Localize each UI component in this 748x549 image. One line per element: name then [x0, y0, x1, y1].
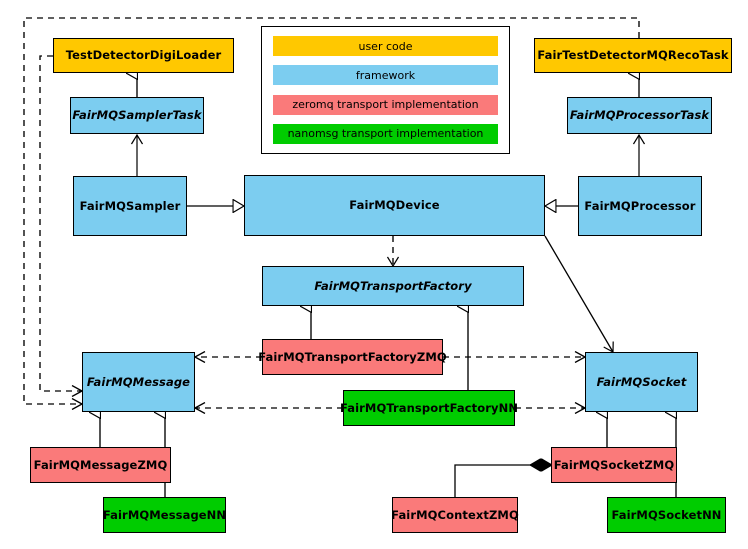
class-node-fair-mq-transport-factory-nn[interactable]: FairMQTransportFactoryNN — [339, 390, 519, 426]
class-label: FairMQTransportFactory — [314, 278, 472, 293]
class-node-test-detector-digi-loader[interactable]: TestDetectorDigiLoader — [53, 38, 234, 73]
class-label: FairMQProcessorTask — [569, 108, 710, 123]
legend-label-framework: framework — [355, 68, 416, 82]
class-label: FairMQDevice — [349, 198, 440, 213]
class-label: FairMQMessageZMQ — [33, 457, 168, 472]
class-label: FairTestDetectorMQRecoTask — [537, 48, 729, 63]
legend-panel: user code framework zeromq transport imp… — [261, 26, 510, 154]
class-label: FairMQSocketNN — [611, 507, 722, 522]
class-node-fair-mq-sampler[interactable]: FairMQSampler — [73, 176, 187, 236]
class-node-fair-mq-transport-factory-zmq[interactable]: FairMQTransportFactoryZMQ — [258, 339, 447, 375]
class-label: FairMQSampler — [79, 198, 181, 213]
legend-label-nanomsg: nanomsg transport implementation — [287, 127, 484, 141]
class-node-fair-mq-socket-zmq[interactable]: FairMQSocketZMQ — [551, 447, 677, 483]
legend-item-zeromq: zeromq transport implementation — [273, 94, 498, 115]
edge-device-socket — [544, 235, 613, 352]
class-label: FairMQProcessor — [584, 198, 696, 213]
class-node-fair-mq-processor-task[interactable]: FairMQProcessorTask — [567, 97, 712, 134]
legend-item-user-code: user code — [273, 36, 498, 56]
class-node-fair-test-detector-mq-reco-task[interactable]: FairTestDetectorMQRecoTask — [534, 38, 732, 73]
edge-recotask-message — [23, 17, 640, 404]
class-label: FairMQContextZMQ — [391, 507, 519, 522]
legend-label-user-code: user code — [358, 39, 413, 53]
class-node-fair-mq-context-zmq[interactable]: FairMQContextZMQ — [391, 497, 519, 533]
legend-label-zeromq: zeromq transport implementation — [292, 98, 479, 112]
class-label: TestDetectorDigiLoader — [65, 48, 222, 63]
class-label: FairMQMessage — [86, 374, 191, 389]
edge-contextzmq-socketzmq — [454, 465, 551, 497]
class-node-fair-mq-sampler-task[interactable]: FairMQSamplerTask — [70, 97, 204, 134]
legend-item-framework: framework — [273, 65, 498, 86]
class-label: FairMQTransportFactoryNN — [339, 400, 519, 415]
edge-digiloader-message — [39, 55, 82, 391]
class-node-fair-mq-processor[interactable]: FairMQProcessor — [578, 176, 702, 236]
class-node-fair-mq-socket[interactable]: FairMQSocket — [585, 352, 698, 412]
class-node-fair-mq-socket-nn[interactable]: FairMQSocketNN — [607, 497, 726, 533]
class-node-fair-mq-message-nn[interactable]: FairMQMessageNN — [103, 497, 226, 533]
class-label: FairMQTransportFactoryZMQ — [258, 349, 447, 364]
class-node-fair-mq-message-zmq[interactable]: FairMQMessageZMQ — [30, 447, 171, 483]
class-label: FairMQMessageNN — [102, 507, 227, 522]
class-label: FairMQSocket — [596, 374, 687, 389]
class-label: FairMQSamplerTask — [72, 108, 202, 123]
class-node-fair-mq-device[interactable]: FairMQDevice — [244, 175, 545, 236]
class-label: FairMQSocketZMQ — [553, 457, 675, 472]
class-node-fair-mq-message[interactable]: FairMQMessage — [82, 352, 195, 412]
class-node-fair-mq-transport-factory[interactable]: FairMQTransportFactory — [262, 266, 524, 306]
legend-item-nanomsg: nanomsg transport implementation — [273, 123, 498, 144]
